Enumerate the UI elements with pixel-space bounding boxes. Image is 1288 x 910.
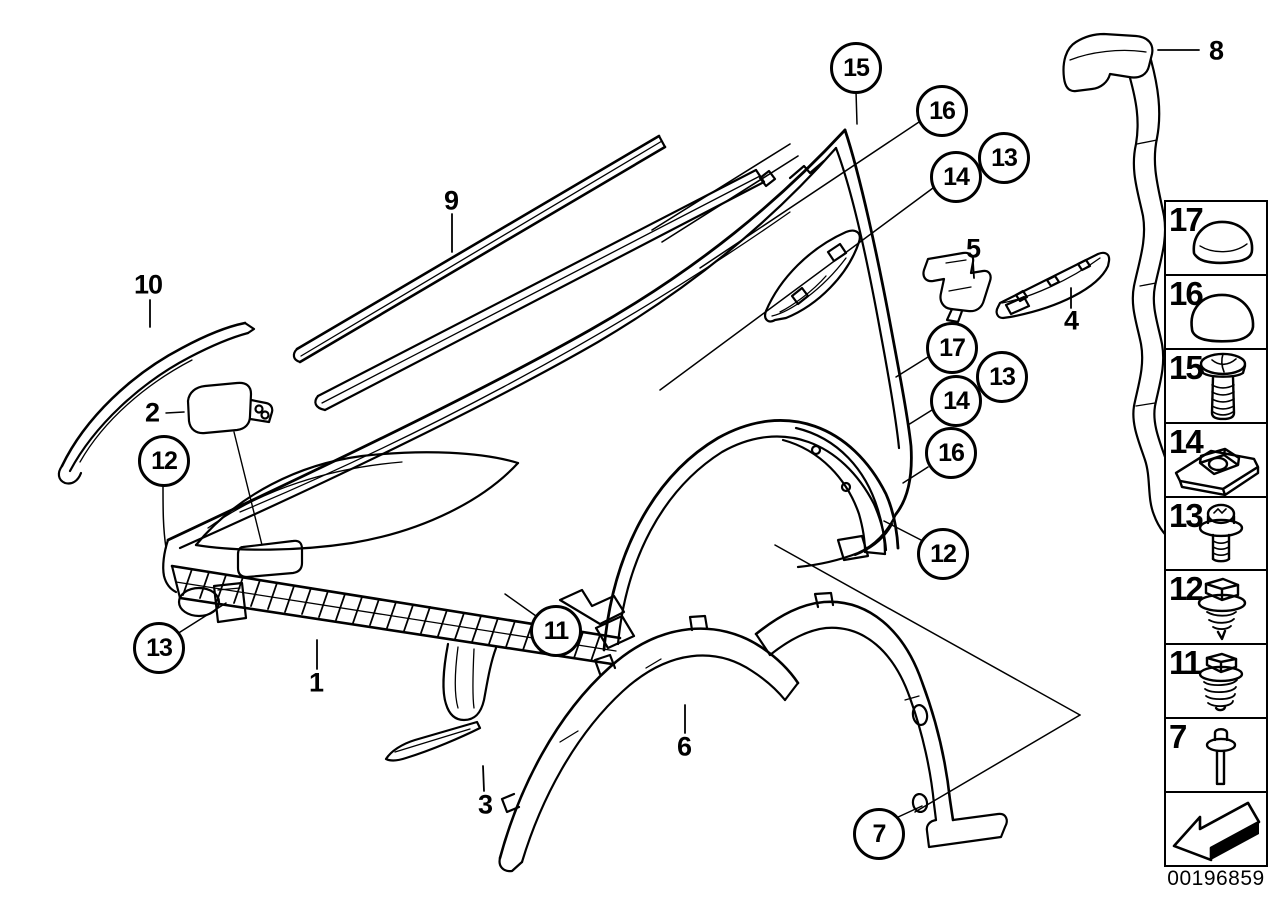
legend-number: 7 (1169, 718, 1187, 756)
legend-item-7[interactable]: 7 (1166, 718, 1266, 794)
trim-strip-9-art (292, 134, 766, 412)
leader-lines (149, 49, 1200, 819)
callout-13-upper[interactable]: 13 (978, 132, 1030, 184)
headlight-opening-art (194, 451, 520, 551)
hex-washer-screw-icon (1198, 653, 1244, 712)
wheel-arch-trim-7-art (754, 591, 1008, 849)
fastener-legend: 17 16 15 (1164, 200, 1268, 867)
side-strip-4-art (995, 251, 1111, 320)
legend-number: 13 (1169, 496, 1204, 534)
legend-number: 17 (1169, 201, 1204, 238)
front-mesh-band-art (170, 564, 622, 666)
callout-17[interactable]: 17 (926, 322, 978, 374)
bracket-5-art (922, 251, 992, 324)
legend-item-14[interactable]: 14 (1166, 424, 1266, 498)
legend-item-13[interactable]: 13 (1166, 498, 1266, 572)
legend-item-12[interactable]: 12 (1166, 570, 1266, 646)
part-label-2[interactable]: 2 (144, 397, 160, 428)
legend-number: 14 (1169, 422, 1204, 460)
callout-13-mid[interactable]: 13 (976, 351, 1028, 403)
callout-16-mid[interactable]: 16 (925, 427, 977, 479)
callout-14-upper[interactable]: 14 (930, 151, 982, 203)
clip-nut-icon (1174, 447, 1260, 496)
callout-16-upper[interactable]: 16 (916, 85, 968, 137)
callout-11[interactable]: 11 (530, 605, 582, 657)
document-number: 00196859 (1167, 867, 1265, 890)
legend-item-11[interactable]: 11 (1166, 644, 1266, 720)
washer-cover-2-art (186, 381, 274, 546)
callout-7[interactable]: 7 (853, 808, 905, 860)
callout-12-right[interactable]: 12 (917, 528, 969, 580)
legend-item-17[interactable]: 17 (1166, 202, 1266, 276)
hex-flange-screw-icon (1197, 578, 1247, 641)
legend-item-16[interactable]: 16 (1166, 276, 1266, 350)
callout-15[interactable]: 15 (830, 42, 882, 94)
legend-item-15[interactable]: 15 (1166, 350, 1266, 424)
direction-arrow-icon (1172, 801, 1261, 862)
callout-14-mid[interactable]: 14 (930, 375, 982, 427)
part-label-4[interactable]: 4 (1063, 305, 1079, 336)
callout-12-left[interactable]: 12 (138, 435, 190, 487)
blind-rivet-icon (1205, 728, 1237, 786)
legend-number: 12 (1169, 570, 1204, 608)
fender-vent-art (764, 229, 861, 323)
round-cap-icon (1190, 293, 1255, 343)
support-funnel-art (442, 588, 636, 722)
part-label-3[interactable]: 3 (477, 789, 493, 820)
legend-number: 15 (1169, 348, 1204, 386)
wheelhouse-liner-art (781, 426, 887, 562)
part-label-9[interactable]: 9 (443, 185, 459, 216)
part-label-1[interactable]: 1 (308, 667, 324, 698)
part-label-10[interactable]: 10 (133, 269, 163, 300)
torx-washer-screw-icon (1198, 503, 1244, 562)
part-label-5[interactable]: 5 (965, 233, 981, 264)
arch-trim-10-art (57, 321, 256, 485)
seal-strip-8-art (1062, 32, 1203, 559)
phillips-screw-icon (1199, 352, 1247, 420)
washer-nozzle-hole-art (236, 539, 304, 579)
legend-arrow-cell[interactable] (1166, 793, 1266, 865)
part-label-6[interactable]: 6 (676, 731, 692, 762)
callout-13-left[interactable]: 13 (133, 622, 185, 674)
legend-number: 11 (1169, 644, 1202, 682)
part-label-8[interactable]: 8 (1208, 35, 1224, 66)
dome-cap-icon (1192, 220, 1254, 265)
trim-strip-3-art (384, 720, 482, 762)
